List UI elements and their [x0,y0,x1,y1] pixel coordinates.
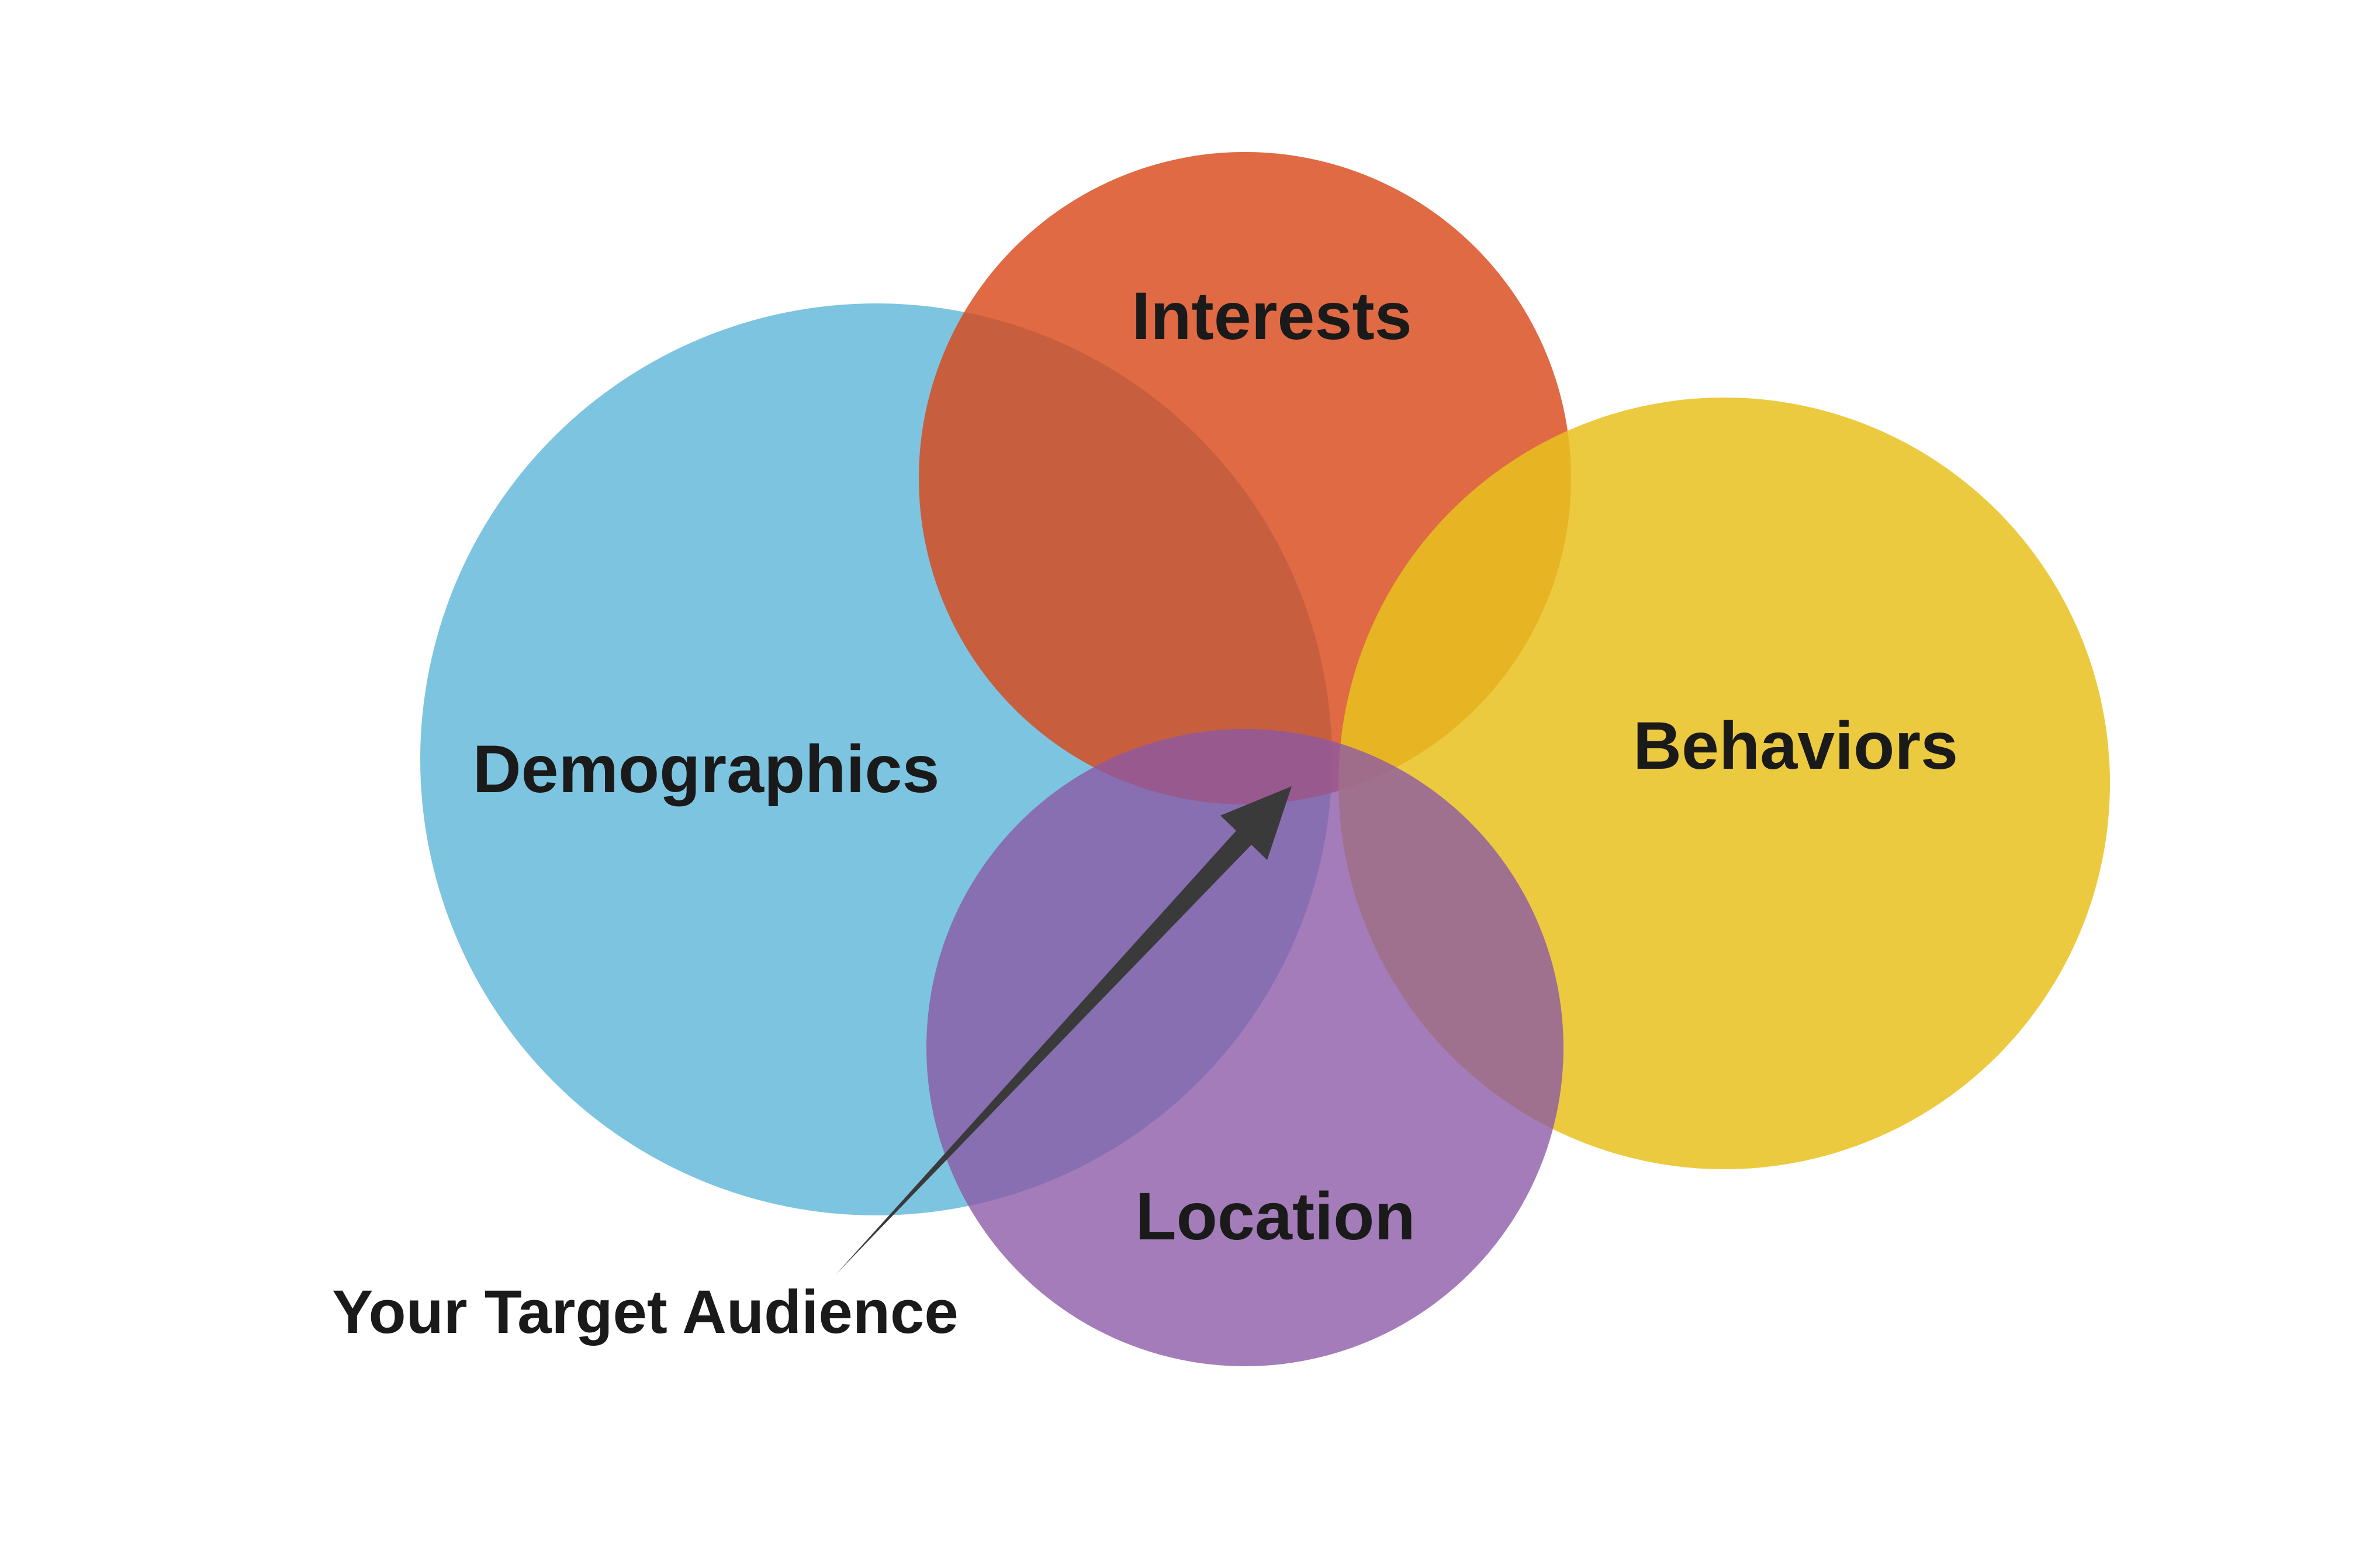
demographics-label: Demographics [473,732,940,807]
location-circle [926,729,1563,1366]
location-label: Location [1135,1179,1415,1254]
behaviors-label: Behaviors [1633,709,1958,783]
target-arrow [836,786,1292,1274]
interests-label: Interests [1132,279,1412,354]
target-audience-label: Your Target Audience [332,1278,959,1346]
